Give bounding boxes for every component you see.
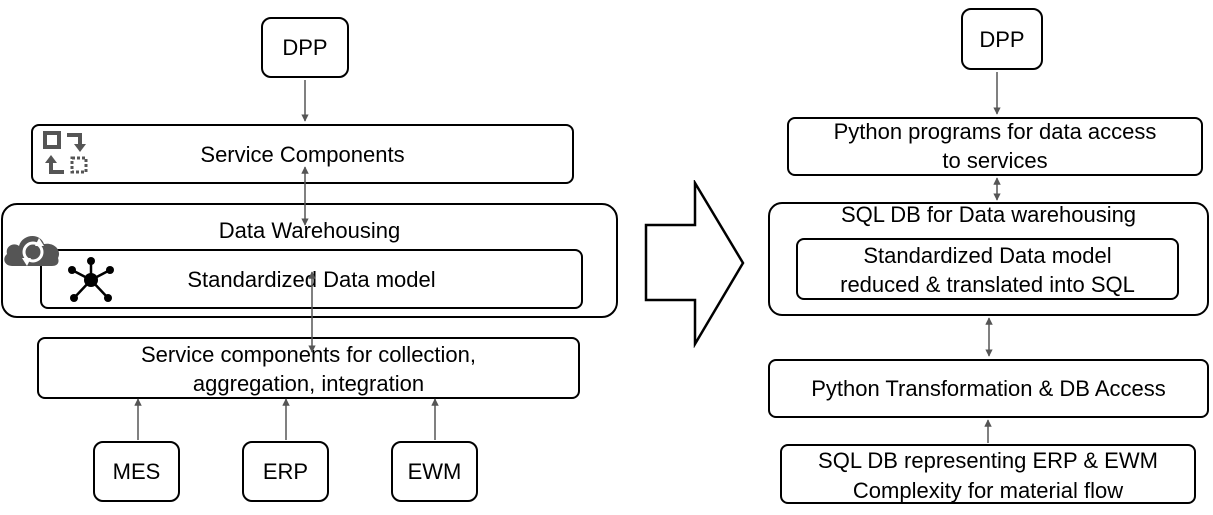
right-dpp-box: DPP bbox=[961, 8, 1043, 70]
source-ewm-box: EWM bbox=[391, 441, 478, 502]
standardized-data-model-label: Standardized Data model bbox=[187, 266, 436, 292]
big-right-arrow bbox=[644, 180, 745, 348]
python-transformation-label: Python Transformation & DB Access bbox=[811, 376, 1166, 401]
source-erp-box: ERP bbox=[242, 441, 329, 502]
collection-components-line2: aggregation, integration bbox=[192, 371, 425, 396]
source-mes-box: MES bbox=[93, 441, 180, 502]
data-warehousing-label: Data Warehousing bbox=[218, 218, 401, 243]
python-programs-box bbox=[787, 117, 1203, 176]
python-programs-line2: to services bbox=[942, 148, 1048, 173]
python-programs-line1: Python programs for data access bbox=[833, 119, 1157, 144]
service-components-label: Service Components bbox=[200, 141, 405, 167]
network-hub-icon bbox=[68, 257, 114, 302]
right-dpp-label: DPP bbox=[979, 26, 1025, 52]
sql-erp-box bbox=[780, 444, 1196, 504]
source-mes-label: MES bbox=[112, 459, 161, 484]
collection-components-line1: Service components for collection, bbox=[140, 342, 477, 367]
source-ewm-label: EWM bbox=[407, 459, 462, 484]
transfer-icon bbox=[43, 131, 88, 174]
sql-erp-line2: Complexity for material flow bbox=[852, 478, 1124, 503]
service-components-box: Service Components bbox=[31, 124, 574, 184]
left-dpp-label: DPP bbox=[282, 35, 328, 60]
standardized-data-model-box: Standardized Data model bbox=[40, 249, 583, 309]
source-erp-label: ERP bbox=[262, 459, 309, 484]
python-transformation-box: Python Transformation & DB Access bbox=[768, 359, 1209, 418]
sql-dw-label: SQL DB for Data warehousing bbox=[840, 202, 1137, 227]
std-model-sql-box bbox=[796, 238, 1179, 300]
left-dpp-box: DPP bbox=[261, 17, 349, 78]
std-model-sql-line1: Standardized Data model bbox=[863, 243, 1112, 268]
std-model-sql-line2: reduced & translated into SQL bbox=[840, 272, 1135, 297]
sql-erp-line1: SQL DB representing ERP & EWM bbox=[818, 448, 1158, 473]
cloud-sync-icon bbox=[4, 235, 60, 266]
